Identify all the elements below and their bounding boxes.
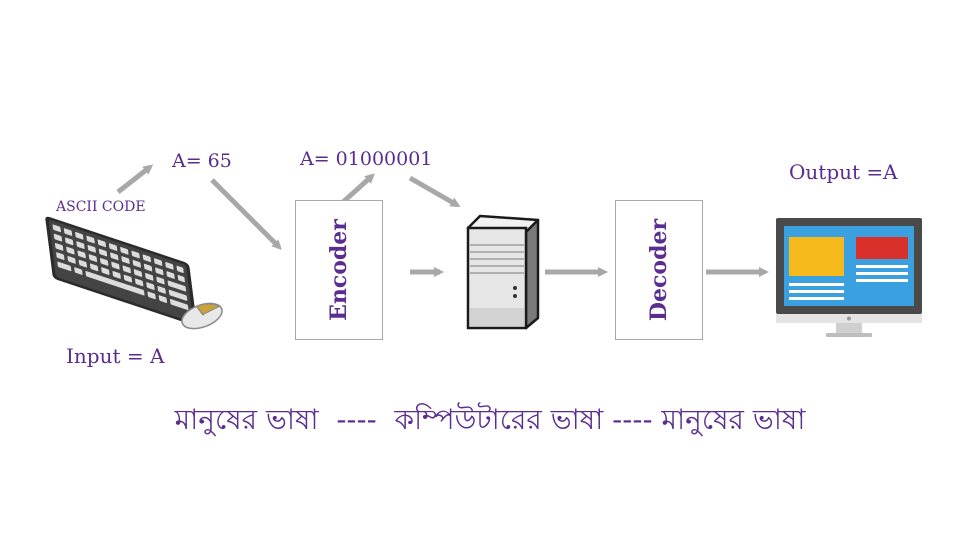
bottom-caption: মানুষের ভাষা ---- কম্পিউটারের ভাষা ---- … [174,403,806,436]
keyboard-icon [45,216,197,326]
arrow-ascii-up [116,164,154,194]
decimal-value-label: A= 65 [172,150,232,172]
encoder-box: Encoder [295,200,383,340]
binary-value-label: A= 01000001 [300,148,433,170]
output-label: Output =A [789,160,898,184]
arrow-binary-to-server [408,175,461,208]
arrow-encoder-up [340,173,375,205]
mouse-icon [181,302,223,330]
input-label: Input = A [66,344,165,368]
encoder-label: Encoder [326,219,352,321]
decoder-box: Decoder [615,200,703,340]
monitor-icon [776,218,922,337]
arrow-to-encoder [210,178,282,250]
ascii-code-label: ASCII CODE [56,199,146,215]
decoder-label: Decoder [646,218,672,322]
server-icon [466,214,540,330]
